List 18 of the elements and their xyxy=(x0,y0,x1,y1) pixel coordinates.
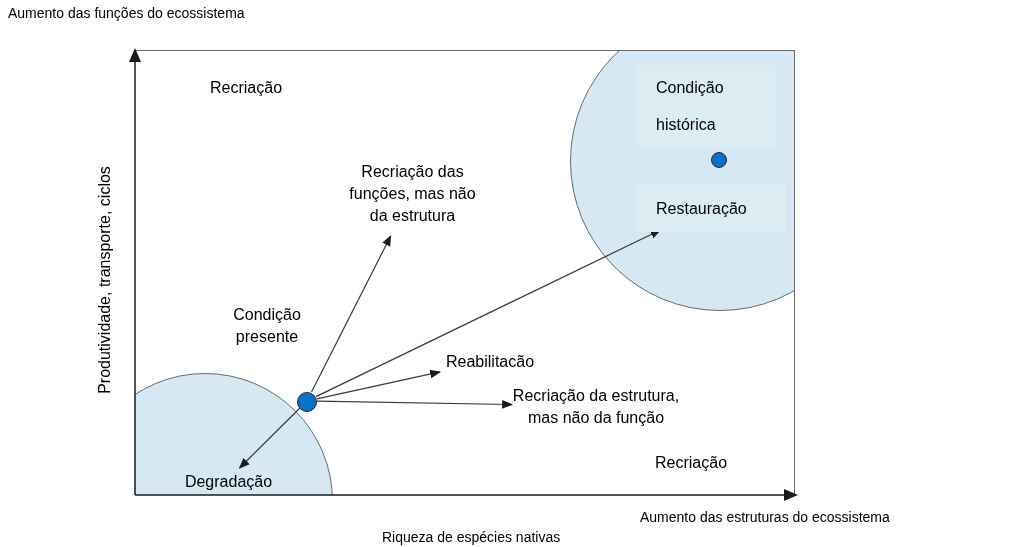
text-panel: Restauração xyxy=(636,184,786,232)
text-label: Recriação das funções, mas não da estrutura xyxy=(340,151,485,237)
region-label: Recriação xyxy=(655,453,728,473)
text-label: Degradação xyxy=(161,470,296,494)
text-label: Reabilitacão xyxy=(440,351,540,373)
arrow xyxy=(316,369,442,400)
arrow xyxy=(315,229,662,398)
axis-title: Produtividade, transporte, ciclos xyxy=(95,166,114,394)
arrow xyxy=(238,407,301,469)
axis-title: Riqueza de espécies nativas xyxy=(382,528,561,547)
text-label: Recriação da estrutura, mas não da função xyxy=(512,383,680,431)
state-label: Condição presente xyxy=(232,305,302,347)
arrow xyxy=(316,400,514,409)
axis-title: Aumento das estruturas do ecossistema xyxy=(640,508,890,527)
arrow xyxy=(310,235,392,393)
axis-title: Aumento das funções do ecossistema xyxy=(8,4,245,23)
text-panel: Condição histórica xyxy=(636,65,776,147)
region-label: Recriação xyxy=(210,78,283,98)
